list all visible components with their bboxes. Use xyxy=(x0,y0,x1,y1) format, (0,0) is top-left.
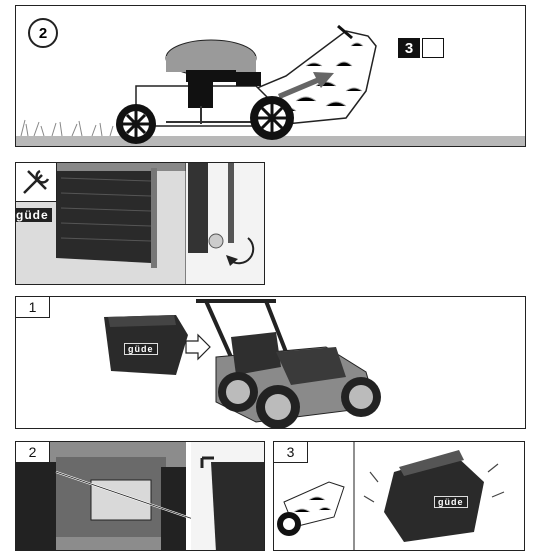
level-number: 3 xyxy=(398,38,420,58)
level-indicator-tag: 3 xyxy=(398,38,444,58)
rear-wheel xyxy=(250,96,294,140)
engine-housing xyxy=(231,332,281,375)
bag-brand-label: güde xyxy=(434,496,468,508)
bag-mesh xyxy=(56,168,156,263)
bag-detail xyxy=(211,462,264,550)
bag-brand-label: güde xyxy=(124,343,158,355)
grass-tufts xyxy=(20,119,114,137)
mower-handle xyxy=(196,299,288,358)
brand-label: güde xyxy=(16,207,53,223)
wrench-icon-box xyxy=(16,163,57,202)
step-number-badge: 2 xyxy=(28,18,58,48)
panel-catcher-frame-detail: güde xyxy=(15,162,265,285)
wrench-icon xyxy=(23,169,50,194)
step-number-box: 1 xyxy=(16,297,50,318)
engine-block xyxy=(186,70,236,82)
shake-lines xyxy=(363,463,505,503)
handle-stub xyxy=(337,24,353,40)
empty-illustration xyxy=(277,442,505,550)
front-wheel xyxy=(116,104,156,144)
direction-arrow-icon xyxy=(185,333,211,361)
attach-illustration xyxy=(16,442,264,550)
rotate-arrow-icon xyxy=(226,237,255,266)
step-number-box: 2 xyxy=(16,442,50,463)
panel-step-3-empty: 3 güde xyxy=(273,441,525,551)
engine-shaft-housing xyxy=(188,82,213,108)
panel-step-1-assembly: 1 güde xyxy=(15,296,526,429)
level-indicator-icon xyxy=(422,38,444,58)
wheel-left xyxy=(16,462,56,550)
assembly-illustration xyxy=(104,299,381,428)
panel-step-2-attach: 2 xyxy=(15,441,265,551)
ground-strip xyxy=(16,136,525,146)
catcher-frame-illustration xyxy=(16,163,264,284)
step-number-box: 3 xyxy=(274,442,308,463)
direction-arrow-icon xyxy=(278,72,334,99)
panel-mower-side-view: 2 xyxy=(15,5,526,147)
mower-side-illustration xyxy=(16,24,525,146)
